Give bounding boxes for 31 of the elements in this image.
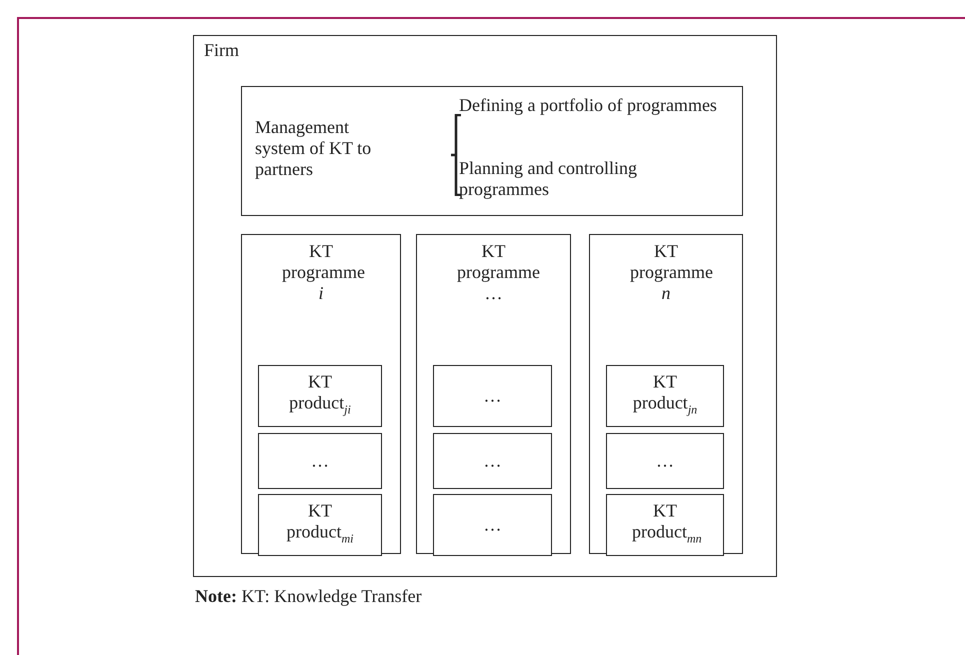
list-item: Planning and controlling programmes: [459, 158, 638, 200]
column-title: KT programme n: [629, 241, 714, 304]
box-title: Firm: [204, 40, 240, 61]
item-box: [258, 433, 382, 489]
item-label: KT product$_{mn}$: [631, 500, 703, 548]
list-item: Defining a portfolio of programmes: [459, 95, 718, 116]
container-box: [193, 35, 777, 577]
item-box: [606, 433, 724, 489]
item-box: [606, 365, 724, 427]
system-heading: Management system of KT to partners: [255, 117, 372, 180]
column-box: [416, 234, 571, 554]
item-label: …: [482, 514, 502, 536]
item-label: …: [482, 386, 502, 406]
column-title: KT programme …: [456, 241, 541, 304]
item-label: KT product$_{ji}$: [288, 372, 352, 418]
item-box: [606, 494, 724, 556]
note-text: Note: KT: Knowledge Transfer: [195, 586, 422, 607]
column-title: KT programme i: [281, 241, 366, 304]
item-box: [433, 433, 552, 489]
text-box: [241, 86, 743, 216]
item-label: …: [310, 450, 330, 472]
item-box: [433, 365, 552, 427]
column-box: [589, 234, 743, 554]
item-label: KT product$_{jn}$: [632, 372, 698, 418]
item-label: …: [482, 450, 502, 472]
column-box: [241, 234, 401, 554]
item-box: [433, 494, 552, 556]
item-box: [258, 494, 382, 556]
item-label: …: [655, 450, 675, 472]
item-box: [258, 365, 382, 427]
item-label: KT product$_{mi}$: [286, 500, 354, 548]
